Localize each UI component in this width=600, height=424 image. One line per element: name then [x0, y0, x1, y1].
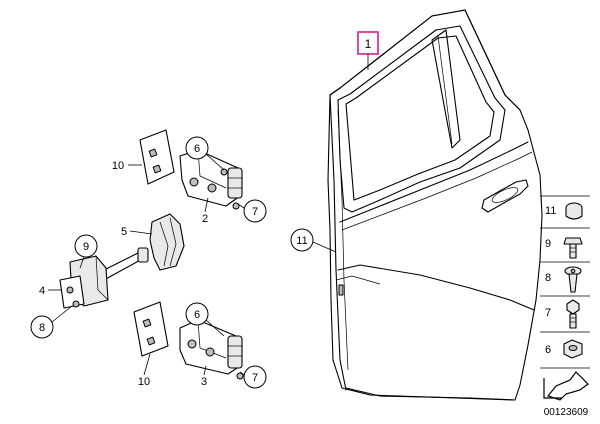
legend-item-hex-screw[interactable]: 7	[545, 299, 580, 329]
callout-label: 1	[365, 37, 372, 51]
svg-text:3: 3	[201, 376, 207, 388]
svg-text:9: 9	[83, 241, 89, 253]
svg-text:6: 6	[194, 309, 200, 321]
window-frame-outer	[329, 9, 521, 111]
callout-bolt-upper[interactable]: 6	[185, 136, 225, 171]
hinge-pin-lower	[227, 335, 243, 369]
bolt-icon	[563, 237, 583, 259]
legend: 11 9 8 7	[540, 195, 590, 418]
gasket-lower[interactable]	[133, 301, 169, 357]
svg-text:10: 10	[112, 160, 124, 172]
svg-text:6: 6	[545, 344, 551, 356]
direction-arrow-icon	[543, 371, 589, 401]
svg-text:8: 8	[39, 322, 45, 334]
svg-text:6: 6	[194, 143, 200, 155]
svg-text:9: 9	[545, 238, 551, 250]
door-shell	[327, 9, 543, 401]
svg-text:7: 7	[252, 206, 258, 218]
door-front-edge	[329, 94, 347, 391]
svg-text:5: 5	[121, 226, 127, 238]
legend-item-hex-nut[interactable]: 6	[545, 339, 583, 359]
hinge-pin	[227, 167, 243, 199]
callout-damper[interactable]: 5	[121, 226, 153, 238]
callout-gasket-upper[interactable]: 10	[112, 160, 142, 172]
svg-text:7: 7	[252, 372, 258, 384]
door-lower-contour	[337, 264, 535, 311]
hex-nut-icon	[563, 339, 583, 359]
upper-hinge-group	[139, 129, 243, 210]
legend-item-torx-screw[interactable]: 8	[545, 266, 582, 293]
svg-text:8: 8	[545, 272, 551, 284]
torx-screw-icon	[564, 266, 582, 293]
diagram-id: 00123609	[544, 407, 589, 418]
callout-screw-check[interactable]: 8	[30, 305, 73, 339]
callout-hinge-upper[interactable]: 2	[202, 197, 209, 225]
callout-nut-upper[interactable]: 7	[237, 199, 267, 223]
callout-bolt-lower[interactable]: 6	[185, 302, 225, 337]
svg-text:4: 4	[39, 285, 45, 297]
callout-hinge-lower[interactable]: 3	[201, 365, 207, 388]
damper[interactable]	[149, 213, 185, 271]
svg-text:2: 2	[202, 213, 208, 225]
callout-door-check[interactable]: 4	[39, 285, 62, 297]
window-frame-inner	[337, 25, 506, 213]
svg-text:7: 7	[545, 307, 551, 319]
callout-gasket-lower[interactable]: 10	[138, 353, 151, 388]
callout-door-seal[interactable]: 11	[290, 228, 337, 253]
window-glass-edge	[345, 35, 495, 201]
clip-icon	[565, 202, 583, 220]
svg-text:11: 11	[296, 235, 307, 247]
gasket-upper[interactable]	[139, 129, 175, 185]
svg-text:10: 10	[138, 376, 150, 388]
legend-item-clip[interactable]: 11	[545, 202, 583, 220]
belt-line	[339, 141, 529, 223]
hex-screw-icon	[566, 299, 580, 329]
rear-door[interactable]	[327, 9, 543, 401]
svg-text:11: 11	[545, 205, 556, 217]
callout-pin-check[interactable]: 9	[74, 234, 98, 269]
callout-door[interactable]: 1	[357, 31, 379, 70]
window-divider	[431, 29, 461, 149]
lower-hinge-group	[133, 301, 244, 380]
legend-item-bolt[interactable]: 9	[545, 237, 583, 259]
callout-nut-lower[interactable]: 7	[239, 365, 267, 389]
striker-detail	[338, 284, 344, 296]
door-check[interactable]	[59, 247, 149, 309]
